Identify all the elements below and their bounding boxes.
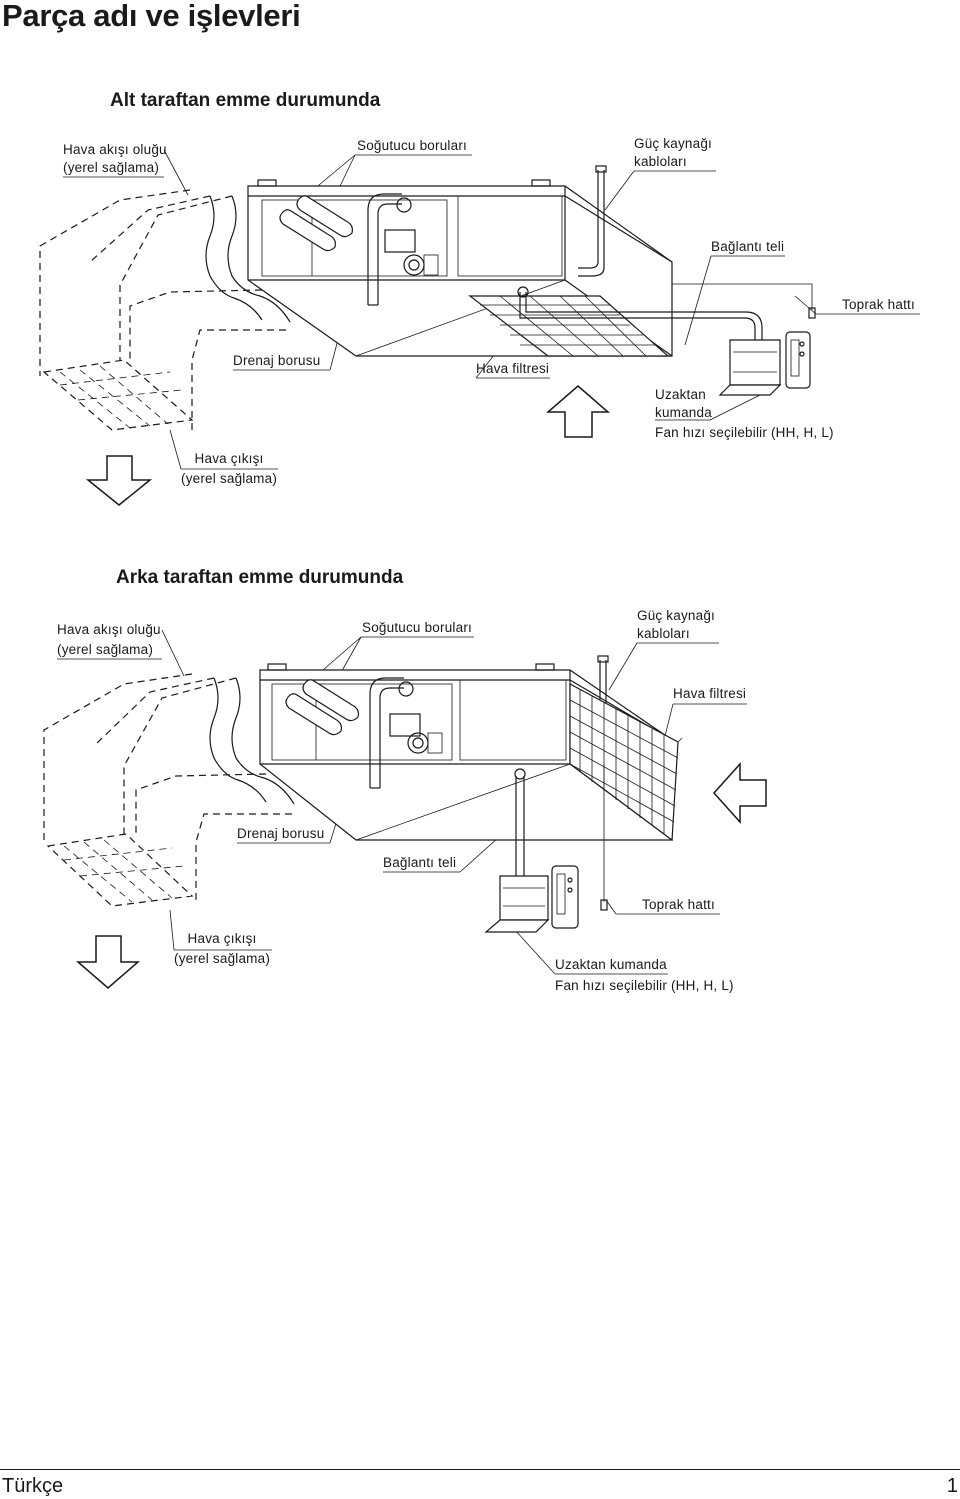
label-power-cables: Güç kaynağı kabloları — [634, 136, 712, 169]
label-fan-speed-rear: Fan hızı seçilebilir (HH, H, L) — [555, 978, 734, 993]
label-drain-pipe: Drenaj borusu — [233, 353, 321, 368]
page-title: Parça adı ve işlevleri — [2, 0, 301, 33]
label-power-cables-rear: Güç kaynağı kabloları — [637, 608, 715, 641]
label-ground-line: Toprak hattı — [842, 297, 915, 312]
label-remote-control: Uzaktan kumanda — [655, 387, 712, 420]
section-title-rear-suction: Arka taraftan emme durumunda — [116, 567, 404, 588]
footer-divider — [0, 1469, 960, 1470]
label-air-filter-rear: Hava filtresi — [673, 686, 747, 701]
label-air-outlet-duct-rear: Hava akışı oluğu (yerel sağlama) — [57, 622, 161, 657]
section-title-bottom-suction: Alt taraftan emme durumunda — [110, 90, 381, 111]
label-connection-wire-rear: Bağlantı teli — [383, 855, 457, 870]
footer-page-number: 1 — [946, 1475, 958, 1497]
label-air-outlet: Hava çıkışı (yerel sağlama) — [181, 451, 278, 486]
diagram-bottom-suction — [39, 149, 920, 506]
label-fan-speed: Fan hızı seçilebilir (HH, H, L) — [655, 425, 834, 440]
label-connection-wire: Bağlantı teli — [711, 239, 785, 254]
label-air-outlet-rear: Hava çıkışı (yerel sağlama) — [174, 931, 271, 966]
label-refrigerant-pipes-rear: Soğutucu boruları — [362, 620, 472, 635]
label-refrigerant-pipes: Soğutucu boruları — [357, 138, 467, 153]
label-remote-control-rear: Uzaktan kumanda — [555, 957, 667, 972]
footer-language: Türkçe — [2, 1475, 64, 1497]
label-ground-line-rear: Toprak hattı — [642, 897, 715, 912]
diagram-rear-suction — [43, 629, 767, 989]
label-air-filter: Hava filtresi — [476, 361, 550, 376]
label-air-outlet-duct: Hava akışı oluğu (yerel sağlama) — [63, 142, 167, 175]
label-drain-pipe-rear: Drenaj borusu — [237, 826, 325, 841]
